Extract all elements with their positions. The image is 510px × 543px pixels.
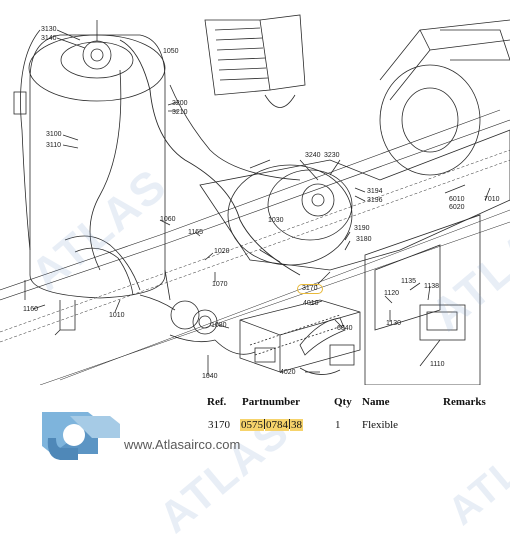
cell-qty: 1 <box>335 419 341 431</box>
callout-1165[interactable]: 1165 <box>188 229 204 236</box>
callout-1040[interactable]: 1040 <box>202 373 218 380</box>
partnumber-segment: 0575 <box>240 419 264 431</box>
callout-3230[interactable]: 3230 <box>324 152 340 159</box>
brand-website[interactable]: www.Atlasairco.com <box>124 437 241 452</box>
callout-3100[interactable]: 3100 <box>46 131 62 138</box>
callout-1050[interactable]: 1050 <box>163 48 179 55</box>
callout-3194[interactable]: 3194 <box>367 188 383 195</box>
header-remarks: Remarks <box>443 396 486 408</box>
callout-1135[interactable]: 1135 <box>401 278 417 285</box>
callout-3110[interactable]: 3110 <box>46 142 62 149</box>
callout-3210[interactable]: 3210 <box>172 109 188 116</box>
callout-1010[interactable]: 1010 <box>109 312 125 319</box>
parts-table: Ref. Partnumber Qty Name Remarks 3170 05… <box>0 388 510 431</box>
callout-1120[interactable]: 1120 <box>384 290 400 297</box>
callout-3130[interactable]: 3130 <box>41 26 57 33</box>
callout-3200[interactable]: 3200 <box>172 100 188 107</box>
partnumber-segment: 0784 <box>265 419 289 431</box>
header-qty: Qty <box>334 396 352 408</box>
partnumber-separator <box>264 419 265 429</box>
header-name: Name <box>362 396 390 408</box>
cell-name: Flexible <box>362 419 399 431</box>
callout-1080[interactable]: 1080 <box>211 322 227 329</box>
callout-1030[interactable]: 1030 <box>268 217 284 224</box>
callout-3170[interactable]: 3170 <box>297 284 323 294</box>
callout-3196[interactable]: 3196 <box>367 197 383 204</box>
watermark: ATLAS <box>440 409 510 534</box>
callout-6040[interactable]: 6040 <box>337 325 353 332</box>
partnumber-segment: 38 <box>290 419 303 431</box>
partnumber-separator <box>289 419 290 429</box>
callout-3190[interactable]: 3190 <box>354 225 370 232</box>
cell-ref: 3170 <box>208 419 230 431</box>
callout-1020[interactable]: 1020 <box>214 248 230 255</box>
callout-6020[interactable]: 6020 <box>449 204 465 211</box>
header-ref: Ref. <box>207 396 227 408</box>
header-partnumber: Partnumber <box>242 396 301 408</box>
callout-3140[interactable]: 3140 <box>41 35 57 42</box>
callout-1138[interactable]: 1138 <box>424 283 440 290</box>
callout-4020[interactable]: 4020 <box>280 369 296 376</box>
parts-diagram <box>0 14 510 385</box>
callout-4010[interactable]: 4010 <box>303 300 319 307</box>
brand-logo <box>42 412 120 460</box>
callout-1110[interactable]: 1110 <box>430 361 445 368</box>
callout-1060[interactable]: 1060 <box>160 216 176 223</box>
callout-3180[interactable]: 3180 <box>356 236 372 243</box>
callout-1070[interactable]: 1070 <box>212 281 228 288</box>
callout-6010[interactable]: 6010 <box>449 196 465 203</box>
callout-7010[interactable]: 7010 <box>484 196 500 203</box>
callout-1130[interactable]: 1130 <box>386 320 402 327</box>
callout-1160[interactable]: 1160 <box>23 306 39 313</box>
callout-3240[interactable]: 3240 <box>305 152 321 159</box>
